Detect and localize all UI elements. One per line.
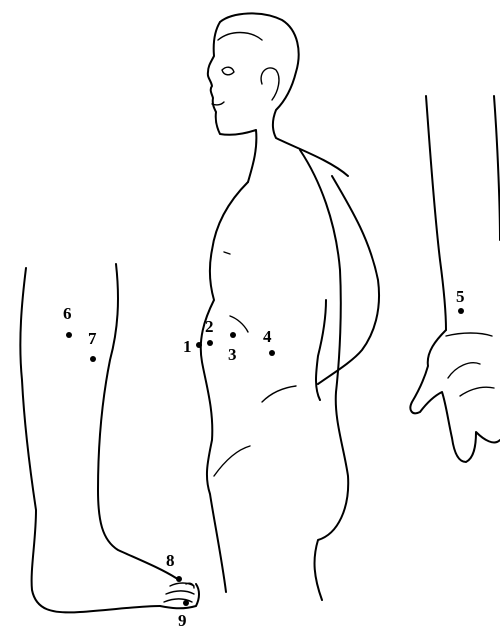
groin-line [214,446,250,476]
leg-front [98,264,176,578]
point-1-dot [196,342,202,348]
point-label-6: 6 [63,305,72,322]
point-4-dot [269,350,275,356]
foot-sole [160,584,199,608]
point-label-9: 9 [178,612,187,629]
point-3-dot [230,332,236,338]
forearm-hand-figure [410,96,500,462]
rib-mark [230,316,248,332]
point-7-dot [90,356,96,362]
nipple [224,252,230,254]
point-label-2: 2 [205,318,214,335]
torso-profile-figure [201,13,379,600]
leg-back [20,268,160,612]
point-label-7: 7 [88,330,97,347]
point-6-dot [66,332,72,338]
point-2-dot [207,340,213,346]
point-label-8: 8 [166,552,175,569]
forearm-behind-back [316,300,326,400]
forearm-inner [494,96,500,240]
torso-front [201,182,248,592]
hip-line [262,386,296,402]
wrist-crease [446,333,492,336]
face-profile [208,22,257,182]
palm-crease [460,387,494,396]
point-label-1: 1 [183,338,192,355]
toes [164,583,194,602]
forearm-outer [426,96,446,330]
ear [261,68,279,100]
point-9-dot [183,600,189,606]
toenail [186,583,194,588]
hairline [218,33,262,41]
eye [222,67,234,75]
point-8-dot [176,576,182,582]
point-label-3: 3 [228,346,237,363]
head-outline [220,13,348,176]
back-outline [300,150,348,600]
point-label-4: 4 [263,328,272,345]
thenar-crease [448,363,480,378]
point-5-dot [458,308,464,314]
point-label-5: 5 [456,288,465,305]
palm-outline [410,330,500,462]
